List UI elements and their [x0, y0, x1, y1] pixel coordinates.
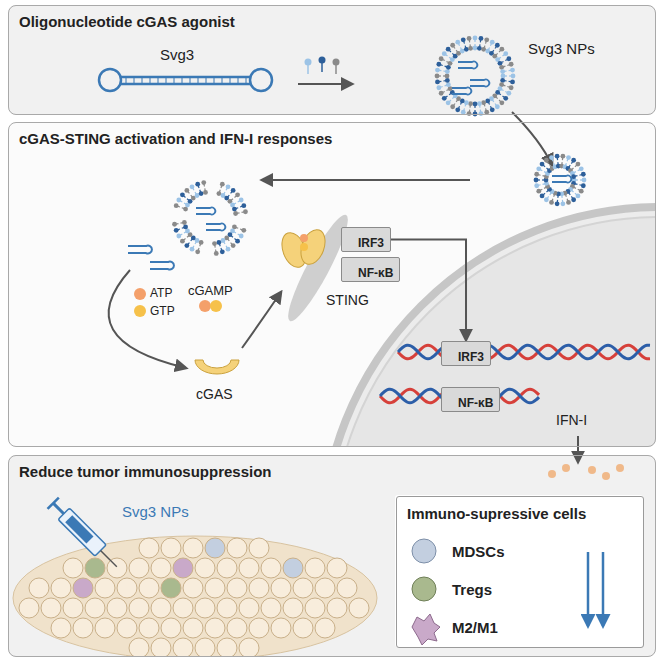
- base-pair: [126, 78, 127, 83]
- base-pair: [150, 78, 151, 83]
- svg3-hairpin: [99, 69, 272, 91]
- atp-dot: [134, 288, 146, 300]
- decrease-arrow: [587, 552, 590, 626]
- cell-list-box: Immuno-supressive cellsMDSCsTregsM2/M1: [396, 496, 644, 648]
- connector-arrow: [391, 240, 466, 341]
- panel-ground: [8, 5, 656, 115]
- nucleus: [322, 207, 656, 447]
- label: cGAMP: [188, 283, 233, 298]
- node-heading: IRF3: [358, 236, 384, 250]
- label: GTP: [150, 304, 175, 318]
- base-pair: [182, 78, 183, 83]
- base-pair: [174, 78, 175, 83]
- cgamp-dot: [210, 300, 222, 312]
- ifn-dots: [548, 464, 624, 480]
- base-pair: [198, 78, 199, 83]
- sting-dimer: [278, 226, 330, 270]
- label: Svg3 NPs: [122, 503, 189, 520]
- tumor-mass: [13, 536, 377, 657]
- label: STING: [326, 292, 369, 308]
- node-text: M2/M1: [452, 619, 643, 637]
- node-heading: cGAS-STING activation and IFN-I response…: [19, 130, 655, 147]
- base-pair: [206, 78, 207, 83]
- tumor-cells: [19, 538, 369, 657]
- base-pair: [190, 78, 191, 83]
- base-pairs: [126, 78, 246, 83]
- base-pair: [166, 78, 167, 83]
- cgamp-dot: [199, 300, 211, 312]
- node-heading: IRF3: [458, 350, 484, 364]
- label: cGAS: [196, 386, 233, 402]
- panel-ground: [8, 455, 656, 657]
- nanoparticle: [534, 154, 587, 206]
- treg-icon: [412, 577, 436, 601]
- base-pair: [222, 78, 223, 83]
- secretion-arrow: [577, 436, 579, 462]
- section-panel: Reduce tumor immunosuppressionImmuno-sup…: [8, 455, 656, 657]
- nanoparticle: [435, 36, 516, 117]
- base-pair: [214, 78, 215, 83]
- entry-arrow: [262, 179, 470, 181]
- base-pair: [246, 78, 247, 83]
- syringe: [48, 498, 123, 573]
- signal-arrow: [242, 292, 281, 348]
- macrophage-icon: [412, 614, 440, 645]
- node-text: MDSCs: [452, 543, 643, 561]
- assembly-arrow: [298, 83, 352, 85]
- section-panel: cGAS-STING activation and IFN-I response…: [8, 122, 656, 447]
- base-pair: [142, 78, 143, 83]
- gtp-dot: [134, 305, 146, 317]
- endosome-nanoparticle: [172, 180, 248, 256]
- base-pair: [134, 78, 135, 83]
- node-heading: NF-κB: [458, 396, 493, 410]
- label: ATP: [150, 286, 172, 300]
- protein-box: IRF3: [341, 227, 391, 252]
- nucleus-envelope: [332, 217, 656, 447]
- node-heading: Immuno-supressive cells: [407, 505, 643, 523]
- base-pair: [158, 78, 159, 83]
- legend-ground: [395, 495, 643, 647]
- label: IFN-I: [556, 412, 587, 428]
- uptake-arrow: [512, 112, 552, 165]
- protein-box: NF-κB: [441, 387, 500, 412]
- label: Svg3: [160, 46, 194, 63]
- section-panel: Oligonucleotide cGAS agonist: [8, 5, 656, 115]
- released-hairpins: [128, 246, 174, 270]
- mdsc-icon: [412, 539, 436, 563]
- protein-box: NF-κB: [341, 257, 400, 282]
- lipid-icons: [305, 57, 340, 75]
- cgas-enzyme: [195, 360, 239, 374]
- decrease-arrow: [602, 552, 605, 626]
- node-heading: NF-κB: [358, 266, 393, 280]
- node-text: Tregs: [452, 581, 643, 599]
- dna-helix: [380, 345, 650, 403]
- node-heading: Oligonucleotide cGAS agonist: [19, 13, 655, 30]
- base-pair: [238, 78, 239, 83]
- protein-box: IRF3: [441, 341, 491, 366]
- base-pair: [230, 78, 231, 83]
- node-heading: Reduce tumor immunosuppression: [19, 463, 655, 480]
- label: Svg3 NPs: [528, 40, 595, 57]
- binding-arrow: [109, 270, 186, 368]
